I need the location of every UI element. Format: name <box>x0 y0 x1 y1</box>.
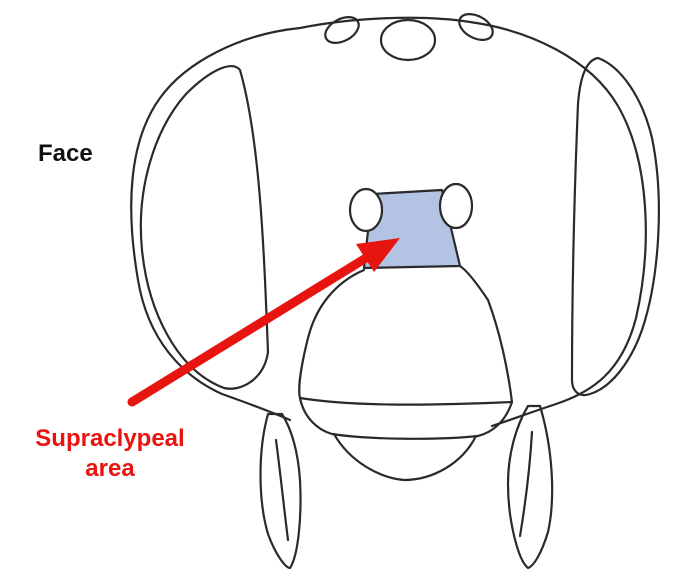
left-antennal-socket <box>350 189 382 231</box>
diagram-title: Face <box>38 140 93 168</box>
labrum-lower <box>334 434 476 480</box>
annotation-line-1: Supraclypeal <box>0 424 220 454</box>
annotation-line-2: area <box>0 454 220 484</box>
right-mandible <box>508 406 552 568</box>
left-ocellus <box>321 12 363 48</box>
right-ocellus <box>455 9 497 45</box>
arrow-shaft <box>132 258 366 402</box>
right-antennal-socket <box>440 184 472 228</box>
left-mandible <box>261 414 301 568</box>
left-mandible-groove <box>276 440 288 540</box>
median-ocellus <box>381 20 435 60</box>
clypeus <box>299 266 512 405</box>
supraclypeal-area-label: Supraclypeal area <box>0 424 220 484</box>
right-mandible-groove <box>520 432 532 536</box>
